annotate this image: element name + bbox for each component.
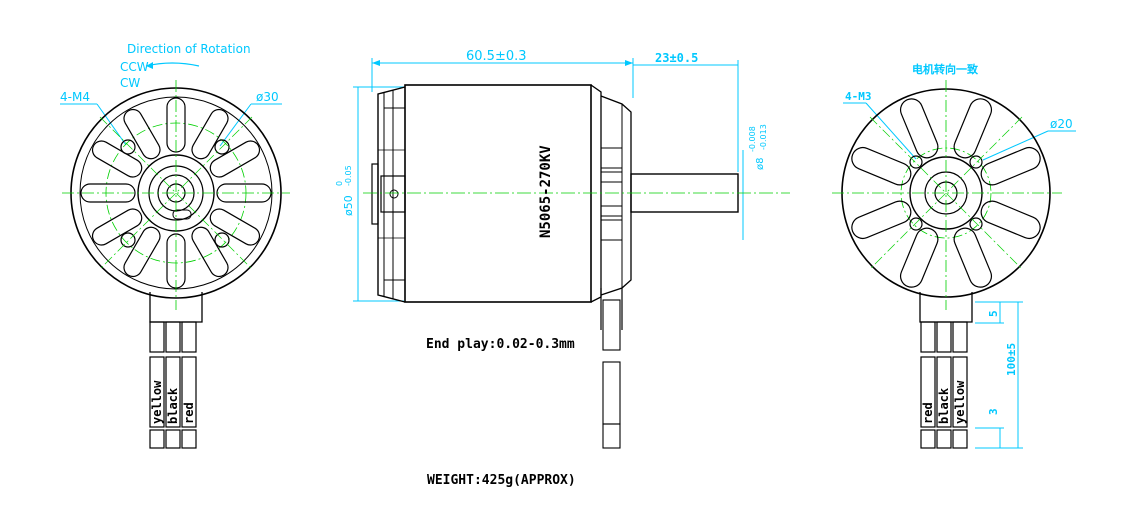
front-hole-lr bbox=[214, 232, 230, 248]
shaft-dim-text: ø8 bbox=[755, 158, 766, 170]
ccw-label: CCW bbox=[120, 60, 149, 74]
rear-mount-holes bbox=[909, 155, 983, 231]
front-bolt-circle-label: ø30 bbox=[256, 90, 279, 104]
front-thread-label: 4-M4 bbox=[60, 90, 90, 104]
rear-thread-label: 4-M3 bbox=[845, 90, 872, 103]
front-slot bbox=[166, 97, 186, 153]
front-slot bbox=[216, 183, 272, 203]
front-slot bbox=[209, 140, 261, 178]
diameter-tol-lower: -0.05 bbox=[344, 165, 353, 186]
front-thread-leader bbox=[96, 103, 127, 146]
rear-thread-leader bbox=[865, 102, 917, 160]
rear-hole-lr bbox=[969, 217, 983, 231]
dim-5-text: 5 bbox=[987, 310, 1000, 317]
front-shaft-stub bbox=[371, 163, 379, 225]
front-set-screw bbox=[172, 209, 192, 220]
side-wire-boot bbox=[600, 288, 623, 330]
side-wire-3 bbox=[602, 423, 621, 449]
shaft-length-dim-text: 23±0.5 bbox=[655, 51, 698, 65]
front-bell bbox=[377, 86, 406, 303]
rotation-arrow bbox=[145, 62, 200, 67]
front-hole-ll bbox=[120, 232, 136, 248]
front-wires bbox=[149, 321, 197, 449]
rear-slots bbox=[851, 98, 1041, 288]
side-wire-1 bbox=[602, 299, 621, 351]
weight-label: WEIGHT:425g(APPROX) bbox=[427, 473, 576, 488]
rear-slot bbox=[851, 200, 912, 239]
front-wire-black: black bbox=[166, 387, 180, 424]
shaft-tol-upper: -0.008 bbox=[748, 126, 757, 152]
front-slot bbox=[123, 108, 161, 160]
front-slots bbox=[80, 97, 272, 289]
direction-note: 电机转向一致 bbox=[912, 62, 979, 76]
front-slot bbox=[191, 108, 229, 160]
front-hole-ur bbox=[214, 139, 230, 155]
front-hole-ul bbox=[120, 139, 136, 155]
end-play-label: End play:0.02-0.3mm bbox=[426, 337, 575, 352]
front-wire-red: red bbox=[182, 402, 196, 424]
rear-wire-yellow: yellow bbox=[953, 380, 967, 424]
motor-can bbox=[404, 84, 592, 303]
rear-view: 电机转向一致 4-M3 ø20 bbox=[832, 62, 1076, 449]
front-slot bbox=[123, 226, 161, 278]
rear-wire-red: red bbox=[921, 402, 935, 424]
rear-wires bbox=[920, 321, 968, 449]
side-wire-2 bbox=[602, 361, 621, 425]
rear-slot bbox=[900, 227, 939, 288]
rear-slot bbox=[980, 200, 1041, 239]
rear-slot bbox=[953, 227, 992, 288]
front-view: Direction of Rotation CCW CW 4-M4 ø30 bbox=[60, 42, 290, 449]
front-mount-holes bbox=[120, 139, 230, 248]
rear-bell bbox=[590, 84, 602, 303]
front-slot bbox=[166, 233, 186, 289]
diameter-dim-text: ø50 bbox=[342, 195, 355, 216]
rear-fins bbox=[600, 147, 623, 241]
front-slot bbox=[91, 208, 143, 246]
rear-slot bbox=[980, 147, 1041, 186]
length-dim-text: 60.5±0.3 bbox=[466, 49, 527, 64]
front-slot bbox=[209, 208, 261, 246]
rear-hole-ll bbox=[909, 217, 923, 231]
arrow-head bbox=[146, 62, 153, 69]
rear-wire-black: black bbox=[937, 387, 951, 424]
dim-3-text: 3 bbox=[987, 408, 1000, 415]
rear-hole-ul bbox=[909, 155, 923, 169]
diameter-tol-upper: 0 bbox=[335, 181, 344, 186]
arrow-length-r bbox=[625, 60, 633, 66]
rear-cap bbox=[600, 95, 632, 296]
front-wire-yellow: yellow bbox=[150, 380, 164, 424]
rear-slot bbox=[953, 98, 992, 159]
rear-slot bbox=[900, 98, 939, 159]
cw-label: CW bbox=[120, 76, 140, 90]
front-slot bbox=[80, 183, 136, 203]
side-view: 60.5±0.3 23±0.5 ø50 0 -0.05 ø8 -0.008 -0… bbox=[335, 49, 790, 449]
rear-bolt-circle-label: ø20 bbox=[1050, 117, 1073, 131]
rotation-title: Direction of Rotation bbox=[127, 42, 251, 56]
shaft-tol-lower: -0.013 bbox=[759, 124, 768, 150]
rear-bolt-leader bbox=[982, 130, 1049, 161]
front-collar bbox=[380, 175, 406, 213]
rear-hole-ur bbox=[969, 155, 983, 169]
front-slot bbox=[91, 140, 143, 178]
arrow-length-l bbox=[372, 60, 380, 66]
front-bolt-leader bbox=[219, 103, 252, 147]
model-label: N5065-270KV bbox=[538, 145, 554, 238]
rear-slot bbox=[851, 147, 912, 186]
grub-screw bbox=[389, 189, 399, 199]
front-slot bbox=[191, 226, 229, 278]
dim-100-text: 100±5 bbox=[1005, 343, 1018, 376]
